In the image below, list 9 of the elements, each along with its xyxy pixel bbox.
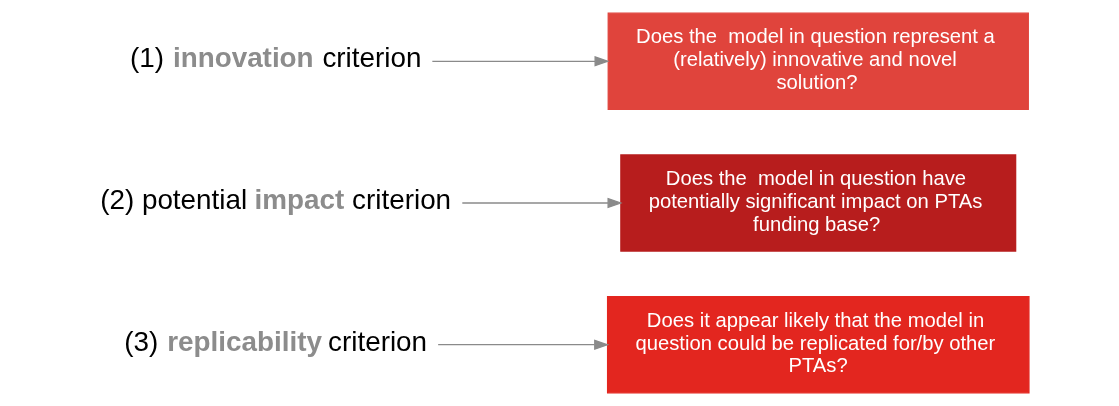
arrow (437, 339, 610, 351)
node-box: Does the model in question have potentially significant impact on PTAs funding base? (620, 154, 1017, 252)
node-text: (3) replicability criterion (124, 325, 428, 357)
node-text: (2) potential impact criterion (100, 183, 452, 215)
node-box: Does the model in question represent a (relatively) innovative and novel solution? (607, 12, 1029, 110)
node-text: (1) innovation criterion (129, 42, 422, 74)
node-box: Does it appear likely that the model in question could be replicated for/by other PTAs? (606, 296, 1030, 394)
arrow (461, 197, 623, 209)
arrow (431, 55, 610, 67)
